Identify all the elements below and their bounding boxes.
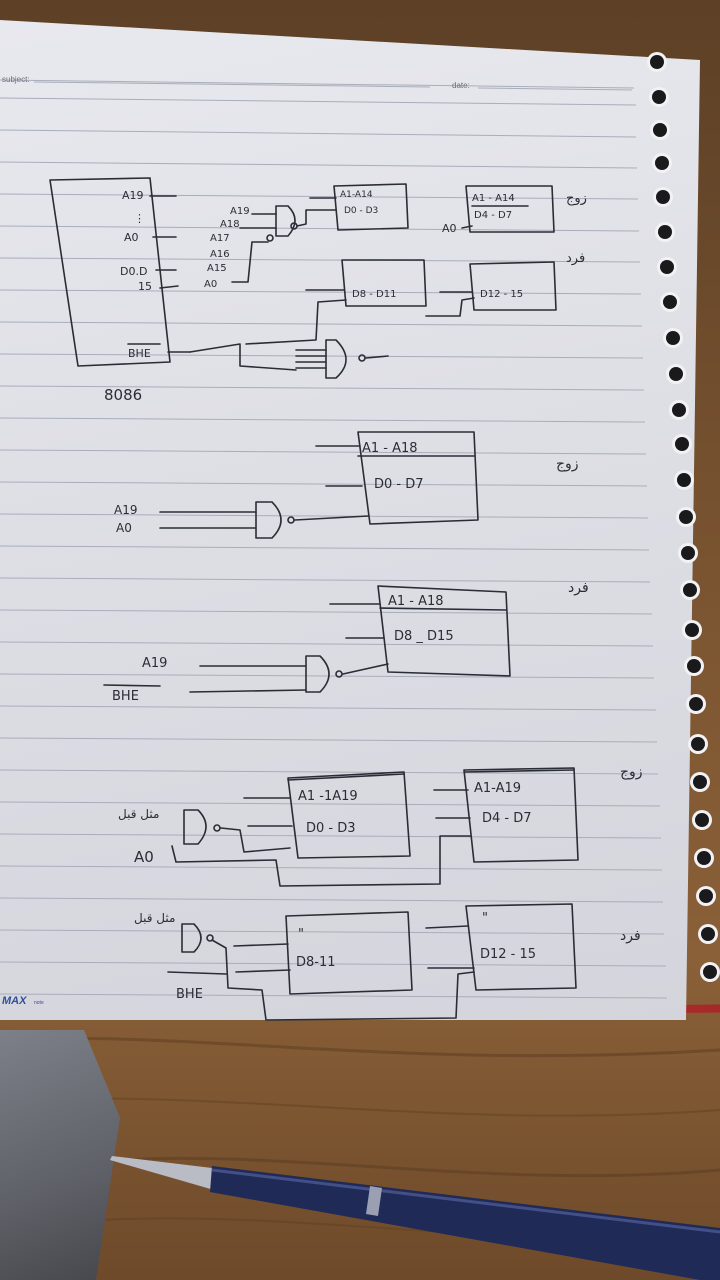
svg-text:D4 - D7: D4 - D7 — [482, 811, 532, 826]
svg-text:A15: A15 — [207, 263, 227, 274]
svg-text:BHE: BHE — [176, 987, 203, 1002]
svg-text:A0: A0 — [116, 521, 132, 535]
ruled-lines — [0, 79, 668, 999]
svg-text:A1 - A14: A1 - A14 — [472, 193, 515, 204]
even-chip-a — [333, 183, 409, 231]
gate-label-4: مثل قبل — [118, 807, 159, 821]
subject-label: subject: — [2, 75, 30, 84]
diagram-even-split: A1 -1A19 D0 - D3 A1-A19 D4 - D7 مثل قبل … — [118, 764, 643, 887]
nand-gate-bhe — [325, 339, 347, 379]
svg-text:A1-A14: A1-A14 — [340, 190, 373, 200]
svg-text:": " — [298, 927, 304, 942]
svg-text:A1 -1A19: A1 -1A19 — [298, 789, 358, 804]
svg-text:": " — [482, 911, 488, 926]
diagram-odd-d8-d15: A1 - A18 D8 _ D15 A19 BHE فرد — [103, 580, 589, 704]
tag-even-2: زوج — [556, 456, 579, 472]
chip-even-left — [287, 771, 411, 859]
chip-8086-label: 8086 — [104, 386, 142, 404]
chip-8086-box — [49, 177, 171, 367]
chip-odd — [377, 585, 511, 677]
diagram-odd-split: " D8-11 " D12 - 15 مثل قبل BHE فرد — [134, 903, 641, 1021]
nand-gate-2 — [255, 501, 282, 539]
nand-gate-1 — [275, 205, 296, 237]
date-label: date: — [452, 81, 470, 90]
nand-gate-3 — [305, 655, 330, 693]
tag-even-3: زوج — [620, 764, 643, 780]
svg-text:A19: A19 — [114, 503, 137, 517]
diagram-even-d0-d7: A1 - A18 D0 - D7 A19 A0 زوج — [114, 431, 579, 539]
svg-text:D8-11: D8-11 — [296, 955, 336, 970]
gate-label-5: مثل قبل — [134, 911, 175, 925]
svg-text:A0: A0 — [134, 848, 154, 866]
chip-even — [357, 431, 479, 525]
svg-text:D8 - D11: D8 - D11 — [352, 289, 396, 300]
odd-chip-a — [341, 259, 427, 307]
diagram-8086: A19 ⋮ A0 D0.D 15 BHE 8086 A19 A18 A17 A1… — [49, 177, 587, 404]
svg-text:⋮: ⋮ — [134, 212, 145, 225]
svg-text:A19: A19 — [230, 206, 250, 217]
brand-logo: MAX — [2, 995, 27, 1007]
svg-text:D8 _ D15: D8 _ D15 — [394, 629, 454, 644]
spiral-holes — [647, 52, 720, 982]
chip-odd-left — [285, 911, 413, 995]
tag-odd-3: فرد — [620, 928, 641, 944]
chip-odd-right — [465, 903, 577, 991]
even-chip-b — [465, 185, 555, 233]
pen — [110, 1156, 720, 1280]
svg-text:D0 - D7: D0 - D7 — [374, 477, 424, 492]
svg-text:D12 - 15: D12 - 15 — [480, 289, 523, 300]
svg-text:A1 - A18: A1 - A18 — [362, 441, 418, 456]
pin-data: D0.D — [120, 265, 147, 278]
svg-text:BHE: BHE — [112, 689, 139, 704]
svg-text:A0: A0 — [442, 222, 457, 235]
tag-even-1: زوج — [566, 191, 587, 206]
tag-odd-2: فرد — [568, 580, 589, 596]
odd-chip-b — [469, 261, 557, 311]
svg-text:D12 - 15: D12 - 15 — [480, 947, 536, 962]
svg-text:A1-A19: A1-A19 — [474, 781, 521, 796]
svg-text:A0: A0 — [204, 279, 217, 290]
pin-data-15: 15 — [138, 280, 152, 293]
svg-text:D0 - D3: D0 - D3 — [306, 821, 356, 836]
nand-gate-4 — [183, 809, 207, 845]
cloth-corner — [0, 1030, 120, 1280]
brand-sub: note — [34, 1000, 44, 1006]
svg-text:A1 - A18: A1 - A18 — [388, 594, 444, 609]
svg-text:A18: A18 — [220, 219, 240, 230]
nand-gate-5 — [181, 923, 202, 953]
svg-text:A16: A16 — [210, 249, 230, 260]
pin-a19: A19 — [122, 189, 144, 202]
chip-even-right — [463, 767, 579, 863]
pin-bhe: BHE — [128, 347, 151, 360]
pin-a0: A0 — [124, 231, 139, 244]
svg-text:A17: A17 — [210, 233, 230, 244]
tag-odd-1: فرد — [566, 251, 585, 266]
notebook-page — [0, 20, 700, 1020]
svg-text:D4 - D7: D4 - D7 — [474, 210, 512, 221]
svg-text:D0 - D3: D0 - D3 — [344, 206, 378, 216]
svg-text:A19: A19 — [142, 656, 167, 671]
